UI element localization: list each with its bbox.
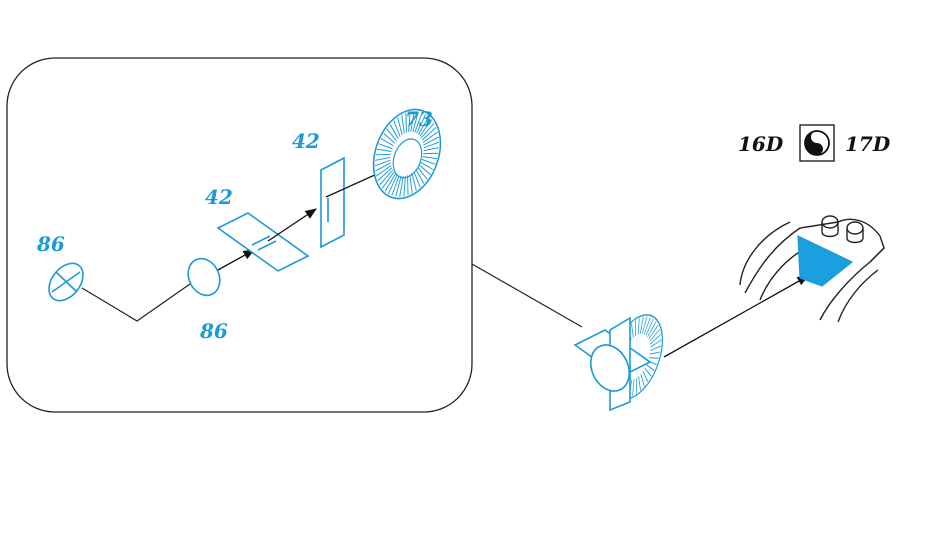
dial-tick — [407, 175, 409, 196]
dial-tick — [418, 164, 431, 176]
yin-yang-icon — [799, 124, 835, 162]
dial-tick — [423, 147, 439, 152]
label-73: 73 — [405, 107, 433, 131]
cockpit-panel — [739, 215, 885, 323]
dial-tick — [638, 375, 641, 391]
dial-tick — [650, 339, 662, 348]
arrow-to-42-vertical — [267, 208, 317, 242]
dial-tick — [410, 111, 415, 132]
part-86-lens — [187, 257, 221, 297]
dial-tick — [375, 156, 391, 161]
dial-tick — [421, 158, 436, 165]
dial-tick — [648, 357, 659, 359]
dial-tick — [409, 174, 413, 194]
dial-tick — [644, 367, 652, 377]
dial-tick — [635, 377, 637, 394]
dial-tick — [650, 333, 662, 345]
dial-tick — [642, 370, 649, 383]
dial-tick — [380, 137, 394, 147]
dial-tick — [416, 113, 427, 134]
dial-tick — [422, 156, 438, 160]
dial-tick — [376, 165, 392, 177]
dial-tick — [399, 176, 404, 197]
dial-tick — [397, 117, 403, 136]
dial-tick — [648, 324, 659, 339]
leader-line — [471, 263, 583, 328]
dial-tick — [412, 111, 419, 132]
dial-tick — [643, 317, 651, 335]
label-16d: 16D — [738, 132, 784, 156]
dial-tick — [376, 148, 392, 152]
dial-tick — [639, 316, 644, 335]
dial-tick — [403, 175, 406, 197]
dial-tick — [405, 112, 407, 133]
assembled-unit — [573, 314, 664, 412]
arrow-to-42-horizontal — [217, 249, 256, 271]
dial-tick — [395, 176, 402, 197]
label-86-bottom: 86 — [199, 319, 228, 343]
dial-tick — [647, 321, 657, 337]
dial-tick — [632, 379, 635, 396]
label-17d: 17D — [845, 132, 891, 156]
part-86-lens-cross — [48, 262, 84, 302]
dial-tick — [377, 167, 393, 182]
dial-tick — [419, 119, 433, 137]
dial-tick — [378, 143, 393, 150]
dial-tick — [649, 329, 661, 342]
dial-tick — [387, 174, 398, 195]
part-42-vertical-plate — [320, 156, 345, 249]
dial-tick — [650, 345, 662, 352]
dial-tick — [423, 136, 439, 146]
dial-tick — [375, 153, 391, 156]
dial-tick — [645, 318, 654, 336]
dial-tick — [423, 141, 440, 149]
dial-tick — [641, 316, 648, 334]
dial-tick — [421, 126, 437, 141]
arrow-to-cockpit — [663, 275, 810, 358]
dial-tick — [415, 169, 425, 184]
dial-tick — [418, 116, 430, 135]
dial-tick — [374, 159, 391, 167]
dial-tick — [635, 320, 637, 337]
dial-tick — [401, 114, 405, 134]
part-73-dial — [372, 108, 442, 200]
dial-tick — [417, 166, 428, 180]
dial-tick — [637, 318, 640, 335]
connector-line — [81, 283, 191, 322]
part-42-horizontal-plate — [216, 212, 310, 272]
dial-tick — [408, 111, 411, 133]
dial-tick — [375, 162, 391, 172]
dial-tick — [386, 128, 397, 142]
dial-tick — [389, 124, 399, 139]
label-86-top: 86 — [36, 232, 65, 256]
label-42-right: 42 — [292, 129, 320, 153]
dial-tick — [631, 323, 634, 339]
dial-tick — [411, 172, 417, 191]
dial-tick — [422, 131, 438, 143]
dial-tick — [640, 373, 645, 387]
dial-tick — [420, 161, 434, 171]
dial-tick — [649, 351, 661, 355]
dial-tick — [391, 175, 400, 196]
dial-tick — [423, 152, 439, 155]
dial-tick — [383, 132, 396, 144]
dial-tick — [379, 169, 394, 186]
label-42-left: 42 — [205, 185, 233, 209]
dial-tick — [420, 122, 435, 139]
dial-tick — [381, 171, 395, 189]
dial-tick — [393, 120, 401, 137]
dial-tick — [414, 112, 423, 133]
dial-tick — [646, 364, 655, 372]
detail-inset-frame — [6, 57, 473, 413]
dial-tick — [413, 171, 421, 188]
dial-tick — [384, 173, 396, 192]
